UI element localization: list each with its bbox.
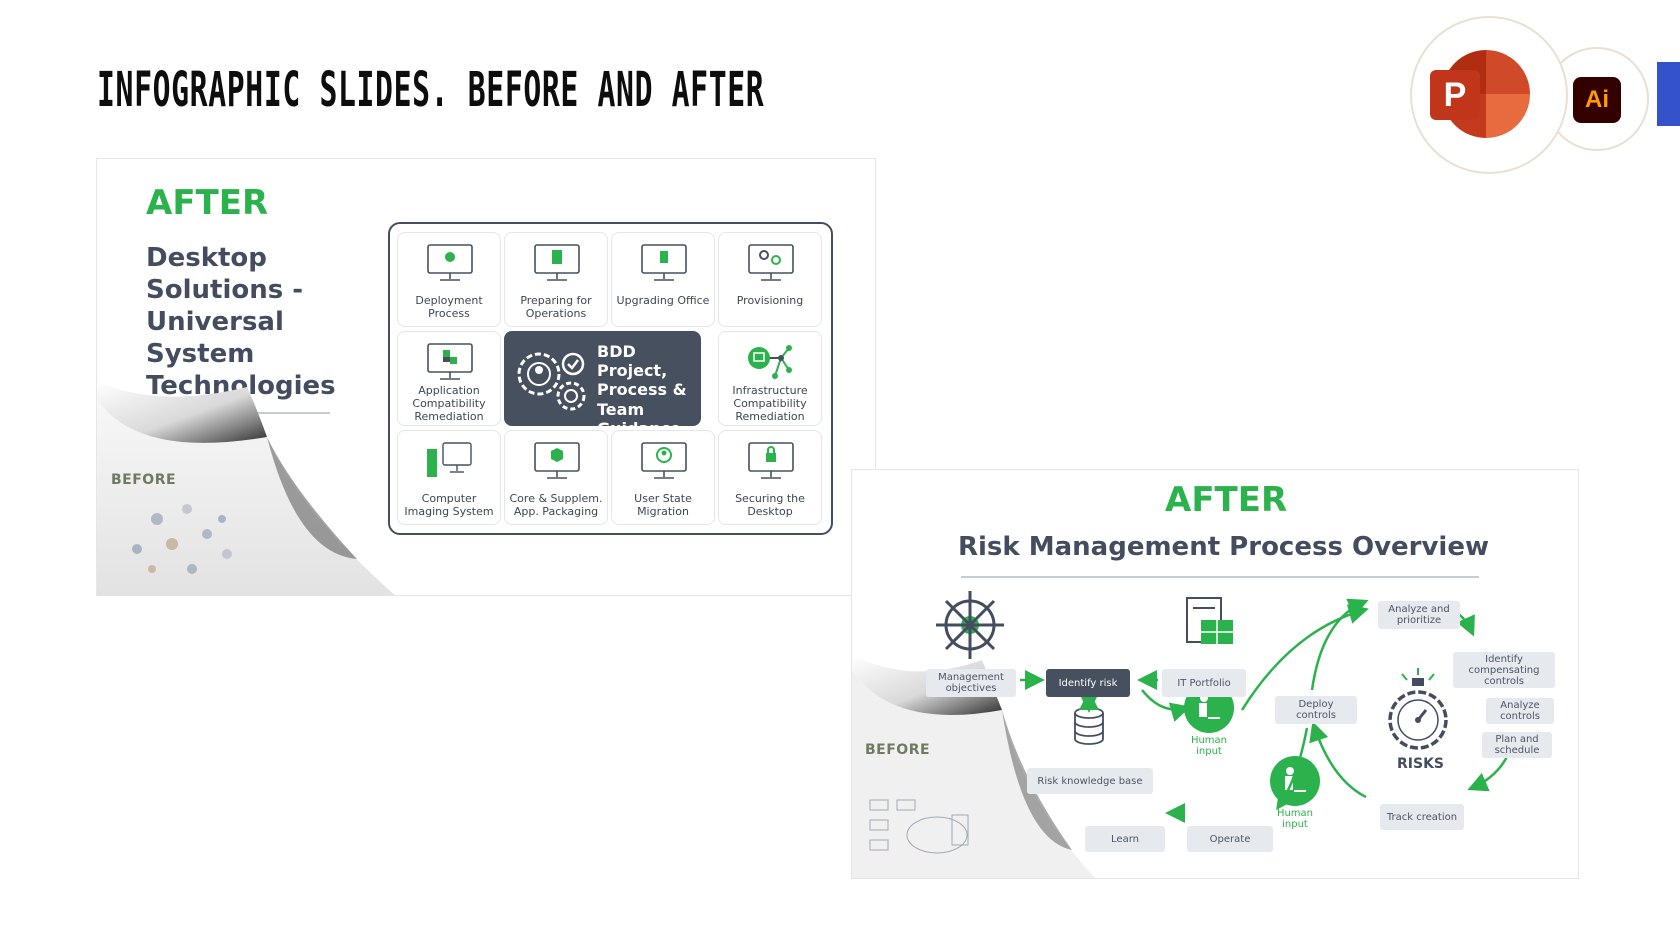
tile-bdd-project-guidance: BDD Project, Process & Team Guidance [504,331,701,438]
box-identify-compensating-controls: Identify compensating controls [1453,652,1555,688]
tile-label: Securing the Desktop [735,492,805,519]
tile-application-compatibility: Application Compatibility Remediation [397,331,501,426]
tile-label: Application Compatibility Remediation [412,384,486,424]
box-deploy-controls: Deploy controls [1275,696,1357,724]
tile-computer-imaging: Computer Imaging System [397,430,501,525]
tile-securing-desktop: Securing the Desktop [718,430,822,525]
tile-label: Upgrading Office [616,294,710,307]
tile-label: Infrastructure Compatibility Remediation [732,384,808,424]
powerpoint-logo: P [1410,16,1568,174]
human-input-label: Human input [1276,808,1314,830]
gears-monitor-icon [748,244,794,281]
title-divider [961,576,1479,578]
tile-preparing-operations: Preparing for Operations [504,232,608,327]
after-label: AFTER [1165,480,1288,520]
tile-deployment-process: Deployment Process [397,232,501,327]
page-title: INFOGRAPHIC SLIDES. BEFORE AND AFTER [97,62,765,118]
box-analyze-controls: Analyze controls [1486,698,1554,724]
box-analyze-prioritize: Analyze and prioritize [1378,601,1460,629]
tile-app-packaging: Core & Supplem. App. Packaging [504,430,608,525]
blue-edge-tab [1657,62,1680,126]
tower-monitor-icon [427,442,472,477]
tile-label: Preparing for Operations [520,294,592,321]
tile-label: Provisioning [736,294,804,307]
human-input-label: Human input [1190,735,1228,757]
puzzle-monitor-icon [427,343,473,380]
before-label: BEFORE [111,472,177,488]
slide-title: Risk Management Process Overview [958,532,1489,562]
powerpoint-icon: P [1430,70,1480,120]
office-monitor-icon [641,244,687,281]
page-curl-graphic [97,381,395,595]
tile-label: Core & Supplem. App. Packaging [509,492,603,519]
slide-desktop-solutions: AFTER Desktop Solutions - Universal Syst… [96,158,876,596]
stopwatch-icon [1388,668,1448,750]
box-learn: Learn [1085,826,1165,852]
box-identify-risk: Identify risk [1046,669,1130,697]
gears-user-icon [517,352,586,411]
lock-monitor-icon [748,442,794,479]
tile-label: Deployment Process [415,294,483,321]
tile-center-label: BDD Project, Process & Team Guidance [597,342,687,438]
risks-label: RISKS [1397,756,1445,772]
network-monitor-icon [748,345,792,379]
box-it-portfolio: IT Portfolio [1162,669,1246,697]
database-icon [1074,707,1104,745]
illustrator-icon: Ai [1573,77,1621,123]
tile-provisioning: Provisioning [718,232,822,327]
box-plan-schedule: Plan and schedule [1482,732,1552,758]
box-risk-knowledge-base: Risk knowledge base [1027,768,1153,794]
box-track-creation: Track creation [1380,804,1464,830]
after-label: AFTER [146,183,269,223]
tile-infrastructure-compatibility: Infrastructure Compatibility Remediation [718,331,822,426]
tile-label: User State Migration [634,492,692,519]
user-monitor-icon [641,442,687,479]
slide-risk-management: AFTER Risk Management Process Overview [851,469,1579,879]
box-management-objectives: Management objectives [926,669,1016,697]
tile-upgrading-office: Upgrading Office [611,232,715,327]
ship-wheel-icon [936,591,1004,659]
services-grid: Deployment Process Preparing for Operati… [388,222,833,535]
tile-label: Computer Imaging System [404,492,494,519]
portfolio-icon [1186,597,1233,644]
tile-user-state-migration: User State Migration [611,430,715,525]
before-label: BEFORE [865,742,931,758]
sun-monitor-icon [427,244,473,281]
checklist-monitor-icon [534,244,580,281]
box-operate: Operate [1187,826,1273,852]
package-monitor-icon [534,442,580,479]
